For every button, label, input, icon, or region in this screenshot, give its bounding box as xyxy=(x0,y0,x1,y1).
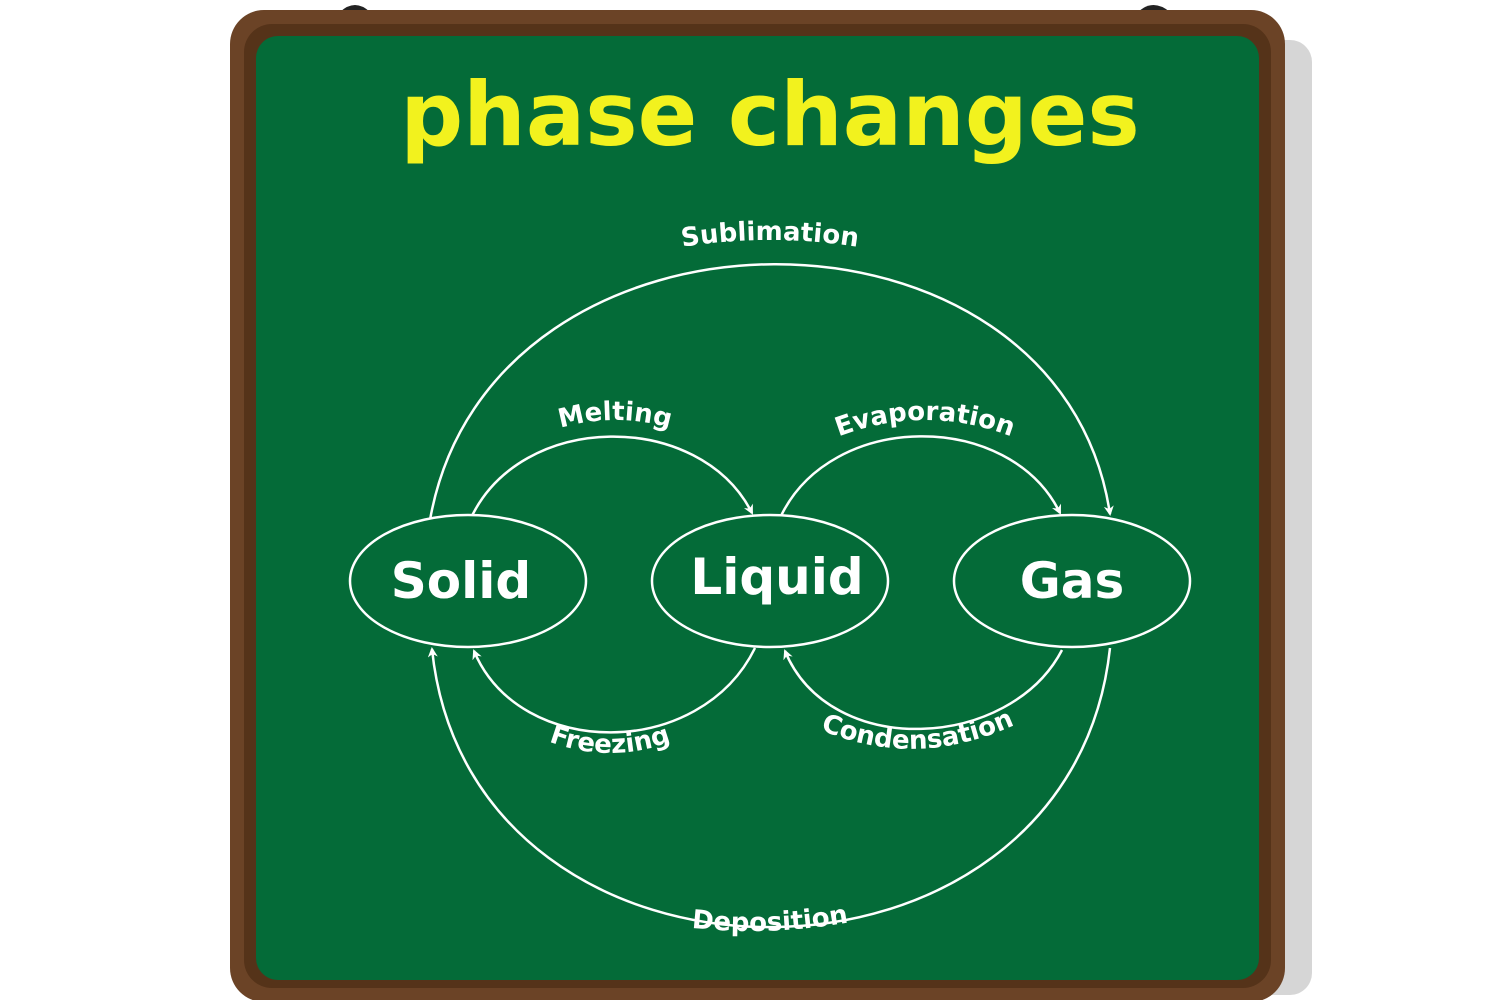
solid-label: Solid xyxy=(391,552,531,610)
diagram-title: phase changes xyxy=(400,63,1140,166)
liquid-label: Liquid xyxy=(690,548,863,606)
gas-label: Gas xyxy=(1020,552,1125,610)
